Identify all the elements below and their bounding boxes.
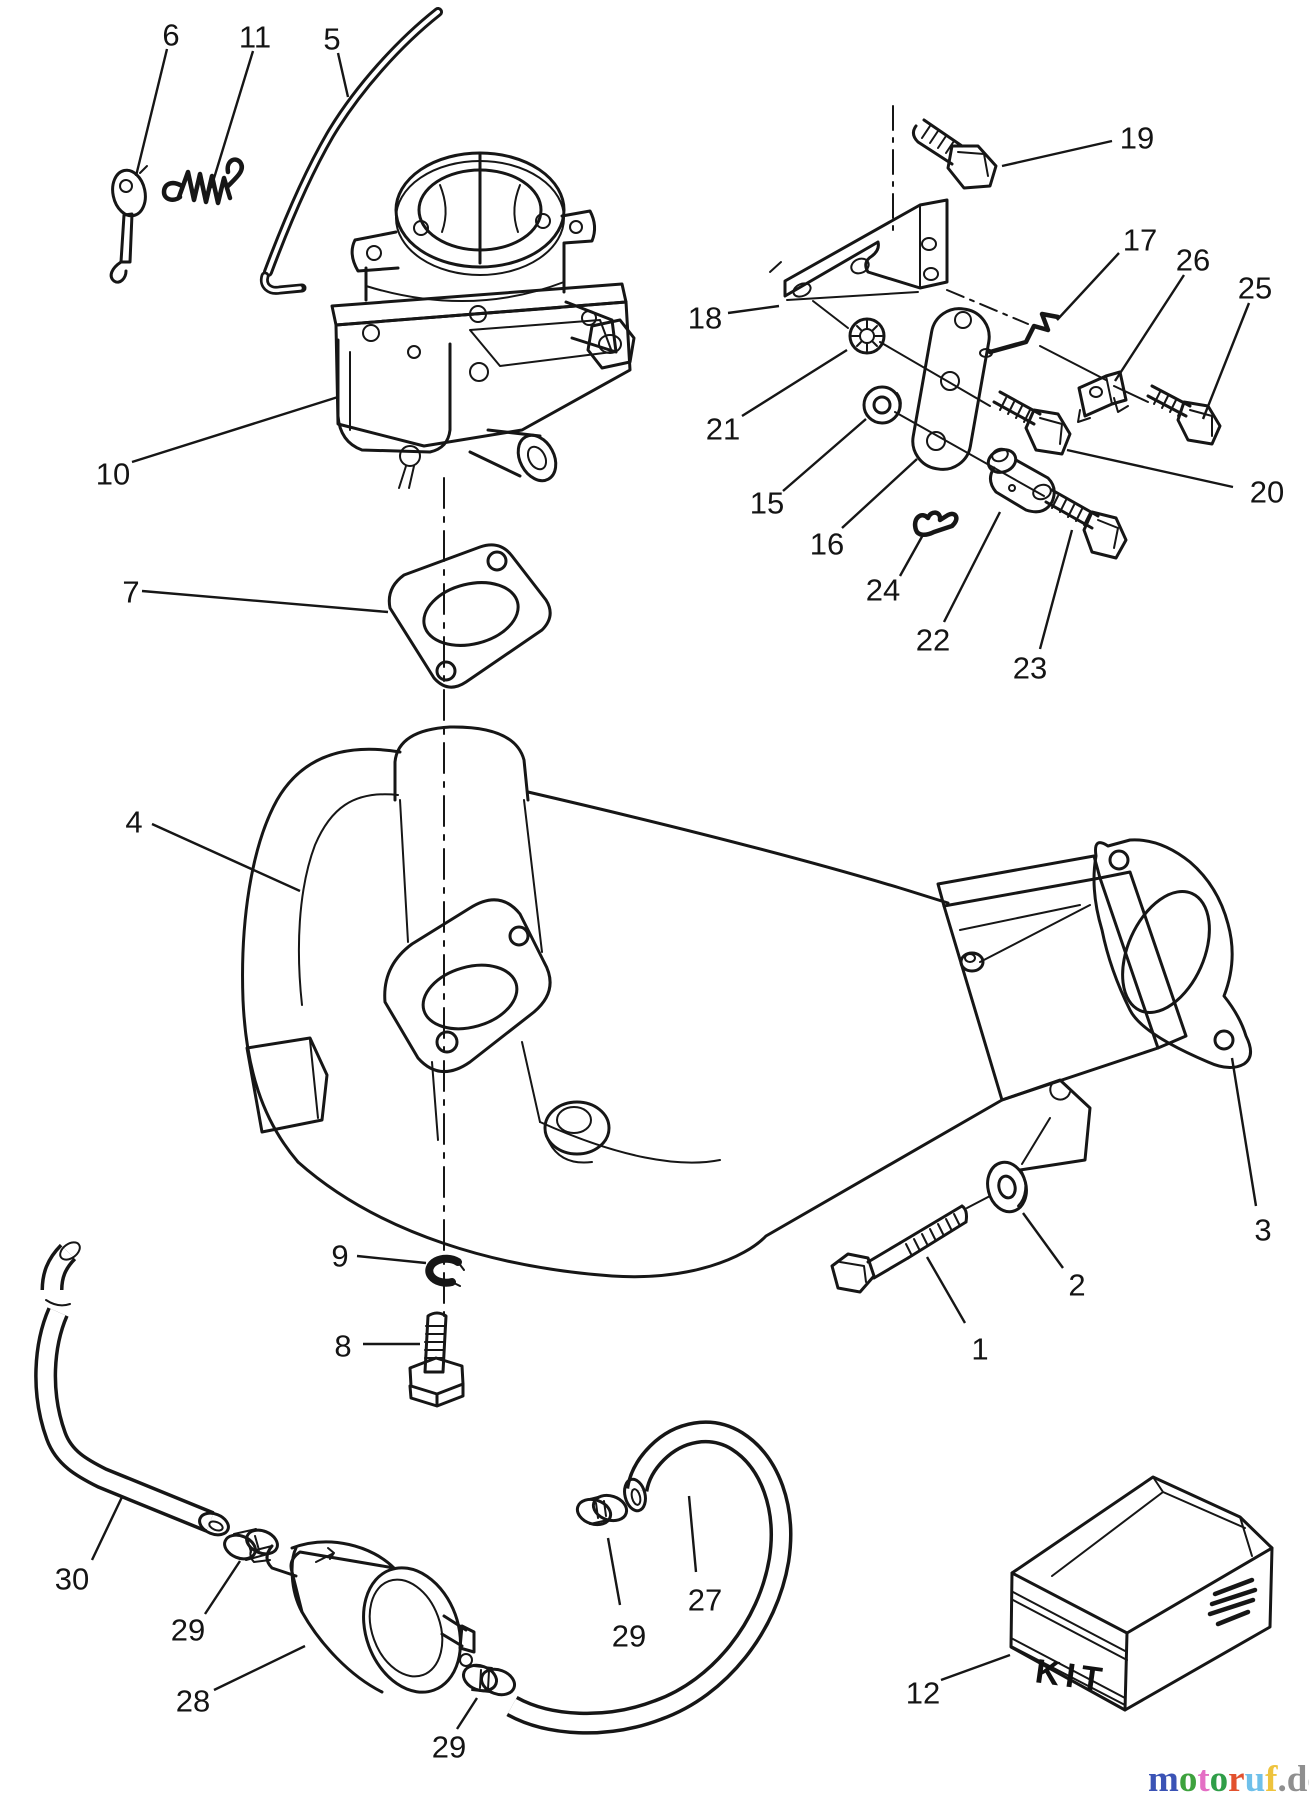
part-23-bolt-drawing [1044, 488, 1128, 560]
callout-label-29b: 29 [432, 1730, 466, 1765]
callout-label-7: 7 [122, 575, 139, 610]
callout-leader-19 [1001, 139, 1113, 168]
part-9-lock-washer-drawing [425, 1254, 465, 1287]
callout-label-12: 12 [906, 1676, 940, 1711]
part-24-clip-drawing [912, 510, 959, 537]
callout-label-30: 30 [55, 1562, 89, 1597]
callout-label-29c: 29 [612, 1619, 646, 1654]
part-25-bolt-drawing [1146, 384, 1222, 446]
callout-label-20: 20 [1250, 475, 1284, 510]
callout-label-1: 1 [971, 1332, 988, 1367]
part-27-fuel-hose-drawing [506, 1420, 793, 1735]
callout-leader-20 [1066, 448, 1234, 489]
watermark-logo: motoruf.de [1148, 1759, 1309, 1800]
part-30-fuel-hose-drawing [34, 1241, 230, 1537]
callout-label-25: 25 [1238, 271, 1272, 306]
part-20-bolt-drawing [992, 390, 1072, 456]
callout-label-18: 18 [688, 301, 722, 336]
callout-leader-15 [782, 418, 867, 492]
part-21-star-washer-drawing [848, 317, 886, 355]
bolt-1-threads [905, 1213, 961, 1257]
callout-label-28: 28 [176, 1684, 210, 1719]
part-29c-clamp-drawing [575, 1493, 629, 1527]
part-22-coupler-drawing [986, 447, 1056, 514]
callout-leader-1 [925, 1256, 967, 1324]
callout-leader-29a [203, 1560, 242, 1615]
callout-leader-5 [336, 52, 350, 98]
callout-leader-25 [1201, 302, 1251, 420]
callout-label-22: 22 [916, 623, 950, 658]
callout-leader-17 [1056, 252, 1120, 321]
part-4-manifold-drawing [241, 725, 1188, 1279]
kit-box-scribble [1207, 1577, 1258, 1627]
callout-leader-3 [1230, 1057, 1258, 1207]
callout-label-19: 19 [1120, 121, 1154, 156]
callout-label-6: 6 [162, 18, 179, 53]
callout-leader-12 [940, 1653, 1011, 1682]
callout-label-27: 27 [688, 1583, 722, 1618]
part-12-kit-box-drawing: KIT [1009, 1475, 1274, 1712]
callout-label-16: 16 [810, 527, 844, 562]
part-26-cable-clamp-drawing [1077, 370, 1129, 423]
callout-label-10: 10 [96, 457, 130, 492]
callout-leader-9 [356, 1254, 427, 1265]
part-18-bracket-drawing [769, 198, 949, 301]
watermark-text: motoruf.de [1148, 1759, 1309, 1800]
callout-label-4: 4 [125, 805, 142, 840]
callout-leader-10 [131, 395, 339, 464]
callout-leader-16 [841, 458, 918, 529]
part-28-fuel-filter-drawing [249, 1540, 476, 1694]
callout-leader-22 [942, 511, 1002, 623]
callout-label-2: 2 [1068, 1268, 1085, 1303]
callout-leader-11 [209, 50, 255, 189]
callout-label-5: 5 [323, 22, 340, 57]
part-16-lever-plate-drawing [911, 307, 991, 471]
part-8-screw-drawing [408, 1311, 465, 1408]
part-15-washer-drawing [862, 385, 902, 425]
part-6-key-drawing [109, 165, 148, 284]
part-7-gasket-drawing [387, 543, 552, 689]
part-29b-clamp-drawing [462, 1663, 516, 1697]
callout-leader-7 [141, 589, 389, 614]
callout-leader-30 [90, 1496, 124, 1561]
part-11-spring-drawing [161, 157, 245, 206]
callout-label-23: 23 [1013, 651, 1047, 686]
callout-label-17: 17 [1123, 223, 1157, 258]
callout-label-9: 9 [331, 1239, 348, 1274]
callout-leader-21 [741, 348, 848, 418]
part-3-gasket-drawing [1092, 838, 1252, 1069]
callout-leader-27 [687, 1495, 698, 1573]
part-10-carburetor-drawing [330, 151, 636, 489]
part-1-bolt-drawing [830, 1204, 968, 1294]
callout-leader-2 [1022, 1212, 1064, 1269]
callout-leader-29b [455, 1697, 479, 1730]
callout-leader-23 [1038, 529, 1074, 650]
part-5-rod-drawing [259, 7, 443, 295]
part-29a-clamp-drawing [223, 1528, 279, 1561]
kit-box-label: KIT [1033, 1652, 1110, 1700]
callout-leader-24 [898, 532, 926, 577]
callout-leader-4 [151, 822, 301, 893]
callout-label-15: 15 [750, 486, 784, 521]
callout-leader-18 [727, 304, 780, 315]
callout-label-29a: 29 [171, 1613, 205, 1648]
callout-leader-6 [134, 48, 169, 177]
part-17-hook-rod-drawing [979, 311, 1061, 358]
callout-leader-29c [606, 1537, 622, 1606]
callout-label-3: 3 [1254, 1213, 1271, 1248]
callout-label-21: 21 [706, 412, 740, 447]
part-19-bolt-drawing [911, 118, 998, 190]
callout-label-8: 8 [334, 1329, 351, 1364]
callout-leader-26 [1113, 274, 1186, 382]
callout-label-24: 24 [866, 573, 900, 608]
callout-label-11: 11 [239, 20, 271, 55]
callout-label-26: 26 [1176, 243, 1210, 278]
callout-leader-lines [90, 48, 1258, 1730]
callout-labels: 1234567891011121516171819202122232425262… [55, 18, 1284, 1765]
axis-lines [443, 105, 1149, 1317]
callout-leader-28 [213, 1644, 306, 1692]
part-2-washer-drawing [986, 1160, 1028, 1214]
